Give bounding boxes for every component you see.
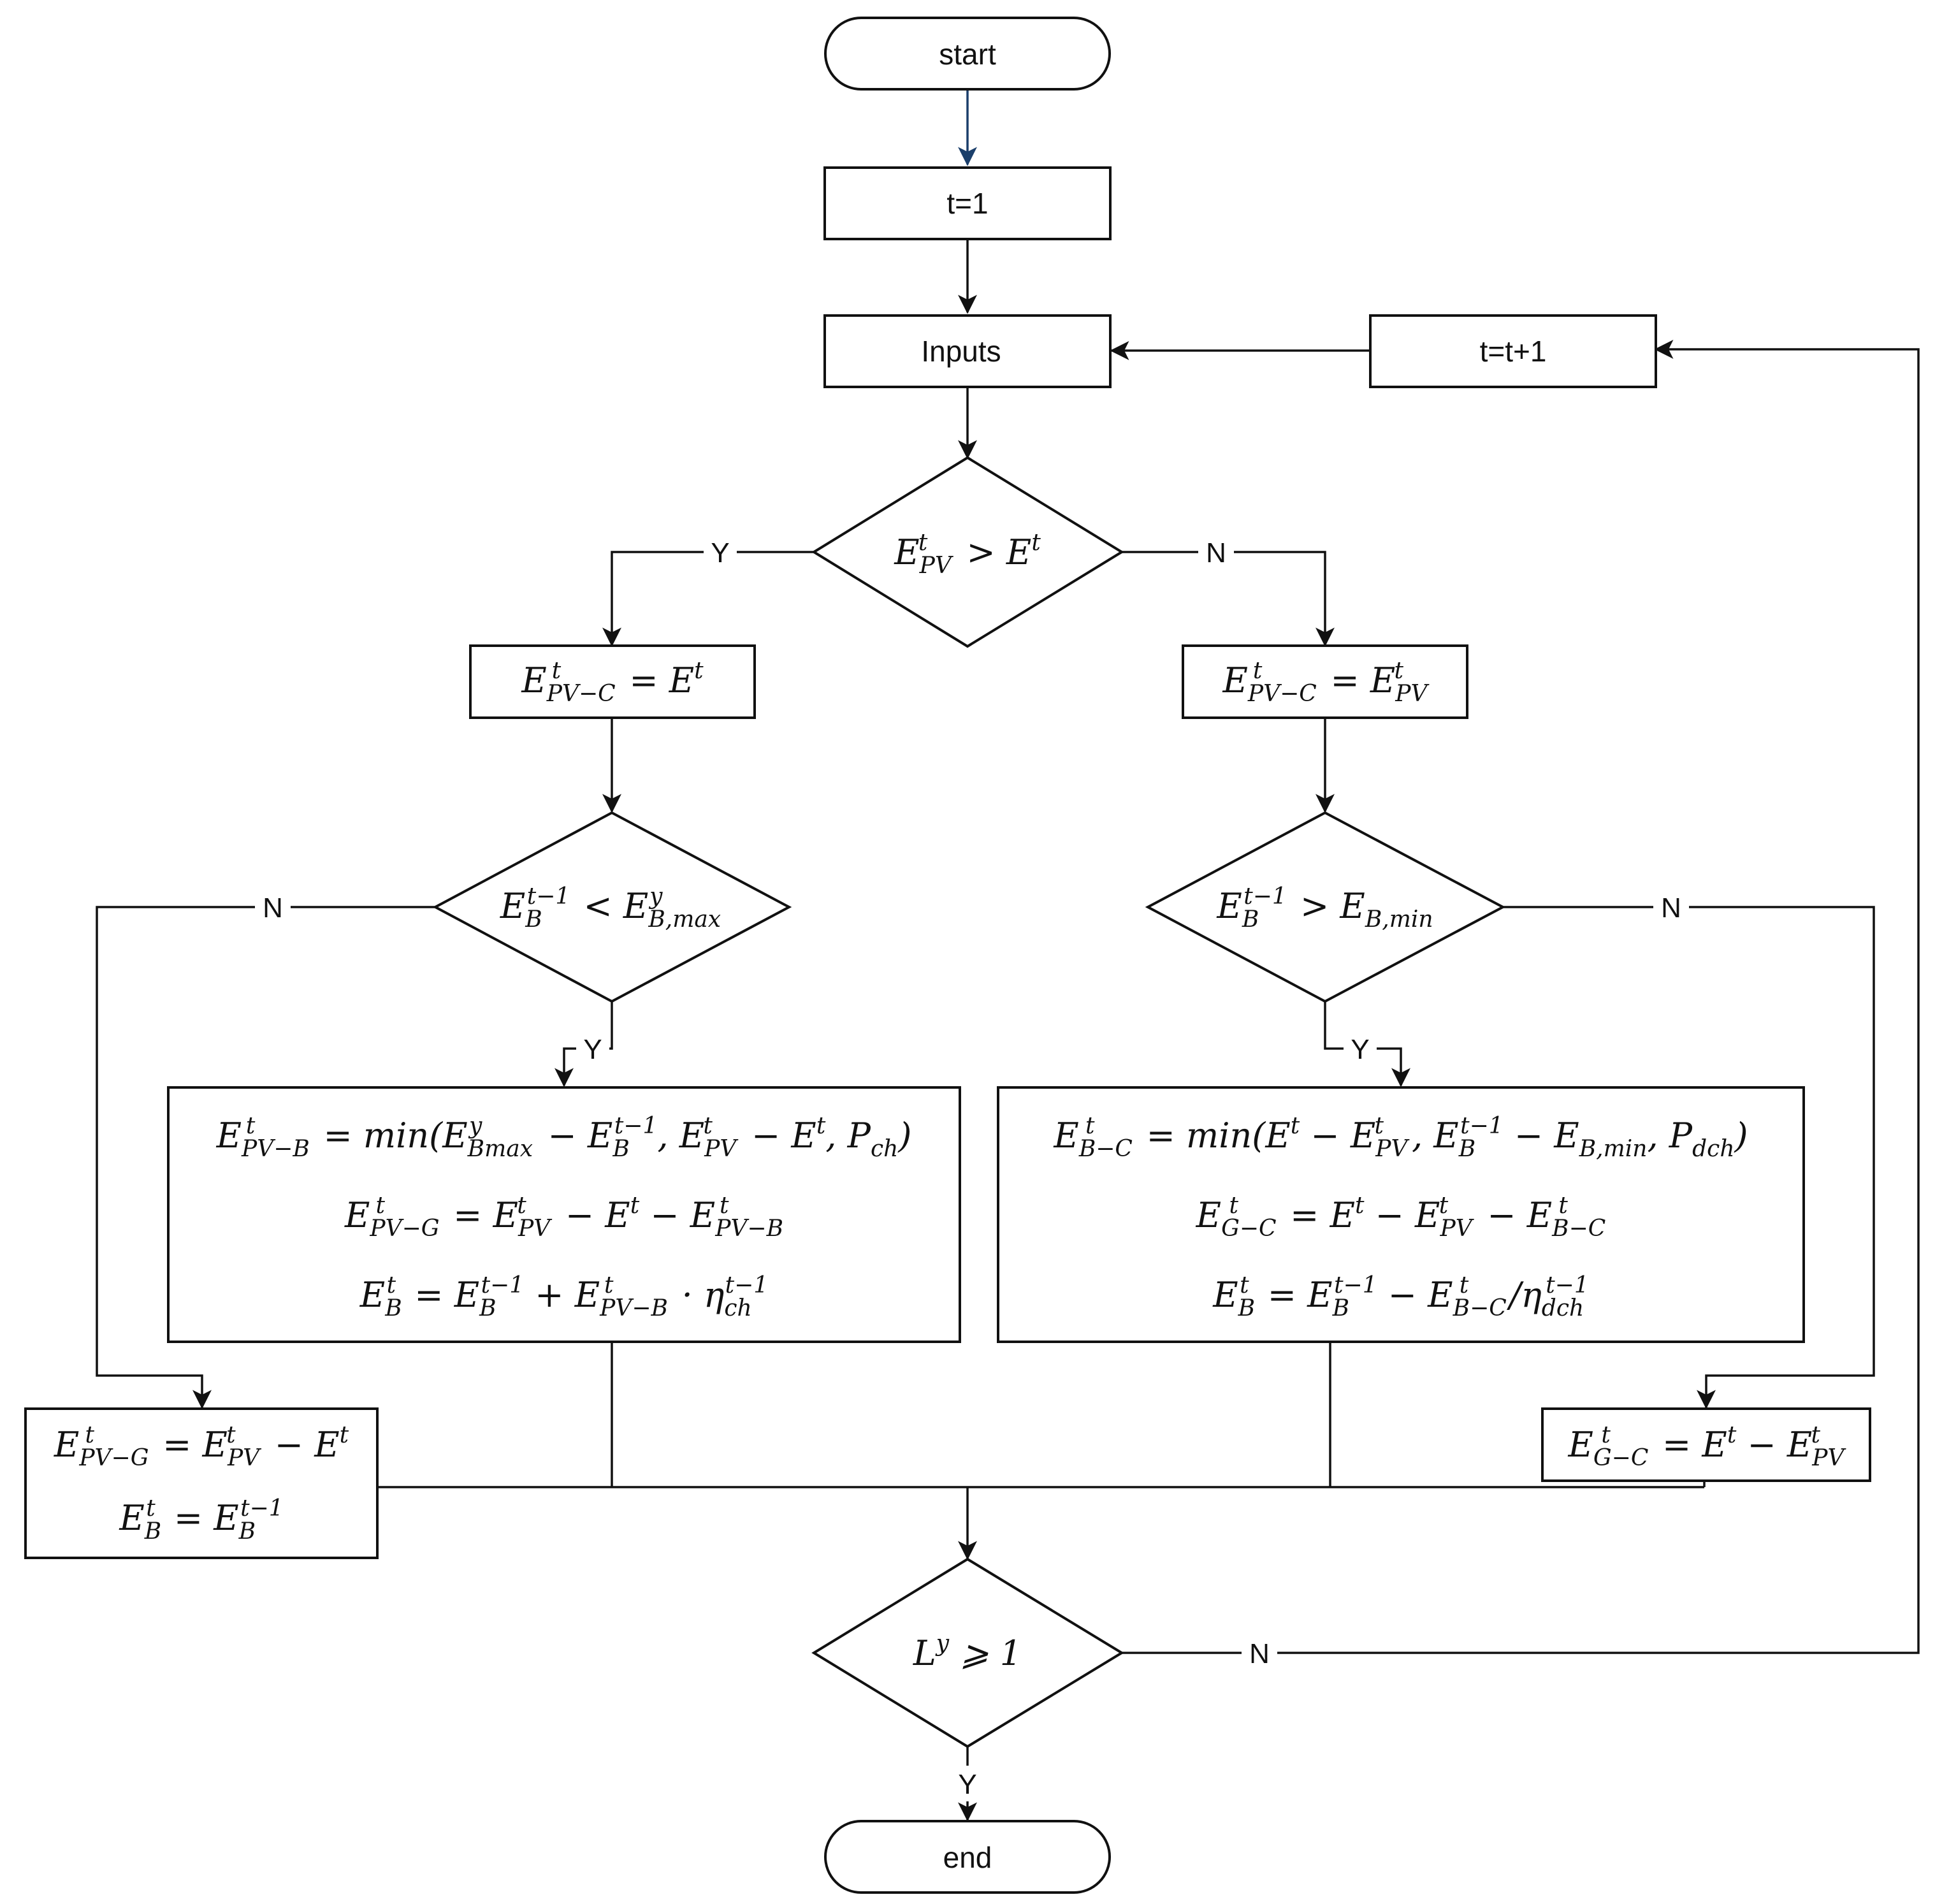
edge-d4-no	[1122, 340, 1920, 1654]
d2-formula: EBt−1 < EB,maxy	[500, 883, 721, 933]
box-battery-empty: EG−Ct = Et − EPVt	[1541, 1407, 1871, 1482]
decision-battery-above-min: EBt−1 > EB,min	[1145, 811, 1506, 1003]
charge-formula-1: EPV−Bt = min(EBmaxy − EBt−1, EPVt − Et, …	[216, 1113, 912, 1162]
empty-formula-1: EG−Ct = Et − EPVt	[1567, 1422, 1846, 1471]
inputs-label: Inputs	[921, 335, 1001, 368]
pvc-right-formula: EPV−Ct = EPVt	[1222, 658, 1430, 707]
box-discharge: EB−Ct = min(Et − EPVt, EBt−1 − EB,min, P…	[997, 1086, 1805, 1343]
start-label: start	[939, 38, 996, 71]
charge-formula-3: EBt = EBt−1 + EPV−Bt · ηcht−1	[359, 1272, 768, 1321]
edge-d1-no	[1122, 551, 1335, 647]
decision-loop-check: Ly ⩾ 1	[811, 1557, 1124, 1748]
label-d1-yes: Y	[711, 537, 729, 569]
label-d2-yes: Y	[583, 1034, 602, 1065]
edge-labels: Y N N N Y Y N Y	[255, 534, 1689, 1801]
edge-d1-yes	[602, 551, 814, 647]
node-t-init: t=1	[823, 166, 1112, 240]
decision-pv-exceeds-load: EPVt > Et	[811, 456, 1124, 648]
t-inc-label: t=t+1	[1480, 335, 1547, 368]
d1-formula: EPVt > Et	[894, 530, 1041, 579]
box-battery-full: EPV−Gt = EPVt − Et EBt = EBt−1	[24, 1407, 379, 1559]
edge-d2-no	[96, 906, 435, 1409]
label-d3-yes: Y	[1351, 1034, 1369, 1065]
edge-d3-no	[1503, 906, 1875, 1409]
box-pvc-right: EPV−Ct = EPVt	[1182, 644, 1468, 719]
node-inputs: Inputs	[823, 314, 1112, 388]
label-d4-yes: Y	[958, 1769, 976, 1800]
edges	[96, 89, 1920, 1822]
label-d3-no: N	[1661, 892, 1681, 924]
discharge-formula-3: EBt = EBt−1 − EB−Ct/ηdcht−1	[1212, 1272, 1589, 1321]
t-init-label: t=1	[946, 187, 988, 220]
label-d1-no: N	[1206, 537, 1226, 569]
label-d4-no: N	[1249, 1638, 1270, 1669]
node-start: start	[824, 17, 1111, 91]
node-t-inc: t=t+1	[1369, 314, 1657, 388]
end-label: end	[943, 1841, 992, 1874]
label-d2-no: N	[263, 892, 283, 924]
d4-formula: Ly ⩾ 1	[913, 1631, 1022, 1673]
box-charge: EPV−Bt = min(EBmaxy − EBt−1, EPVt − Et, …	[167, 1086, 961, 1343]
d3-formula: EBt−1 > EB,min	[1216, 883, 1433, 933]
decision-battery-below-max: EBt−1 < EB,maxy	[432, 811, 792, 1003]
box-pvc-left: EPV−Ct = Et	[469, 644, 756, 719]
node-end: end	[824, 1820, 1111, 1894]
